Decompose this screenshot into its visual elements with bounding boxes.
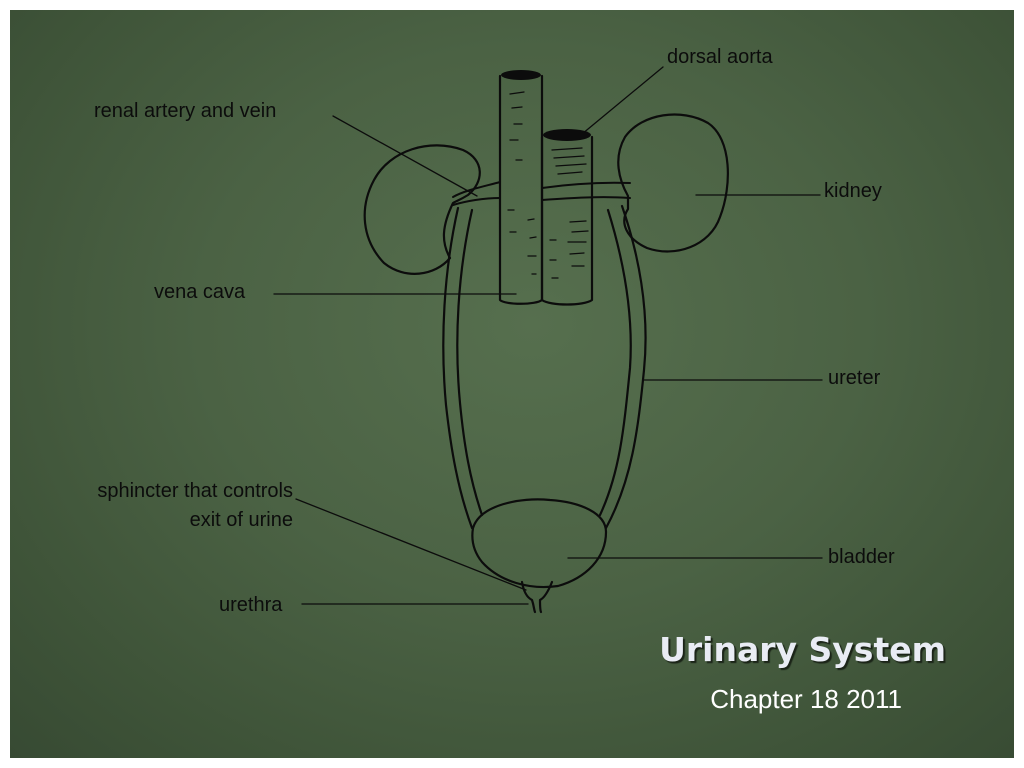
left-ureter: [442, 206, 484, 530]
urinary-system-diagram: dorsal aorta renal artery and vein kidne…: [94, 46, 895, 616]
label-vena-cava: vena cava: [154, 281, 246, 303]
label-bladder: bladder: [828, 546, 895, 568]
label-sphincter-line1: sphincter that controls: [97, 480, 293, 502]
right-kidney: [617, 113, 729, 253]
vena-cava-top: [501, 70, 541, 80]
left-renal-vessel: [452, 181, 501, 206]
dorsal-aorta-top: [543, 129, 591, 141]
label-renal-artery-vein: renal artery and vein: [94, 100, 276, 122]
slide-title: Urinary System: [659, 630, 946, 669]
label-sphincter-line2: exit of urine: [190, 509, 293, 531]
dorsal-aorta: [540, 135, 594, 306]
leader-dorsal-aorta: [581, 66, 664, 135]
urethra: [520, 580, 554, 614]
vena-cava: [498, 74, 544, 305]
label-urethra: urethra: [219, 594, 283, 616]
label-dorsal-aorta: dorsal aorta: [667, 46, 773, 68]
right-ureter: [598, 204, 647, 530]
left-kidney: [363, 144, 481, 275]
label-ureter: ureter: [828, 367, 881, 389]
label-kidney: kidney: [824, 180, 882, 202]
leader-sphincter: [295, 498, 527, 591]
right-renal-vessel: [541, 181, 631, 201]
slide-subtitle: Chapter 18 2011: [710, 684, 902, 714]
bladder: [471, 498, 608, 589]
leader-renal: [332, 115, 478, 197]
slide: dorsal aorta renal artery and vein kidne…: [10, 10, 1014, 758]
